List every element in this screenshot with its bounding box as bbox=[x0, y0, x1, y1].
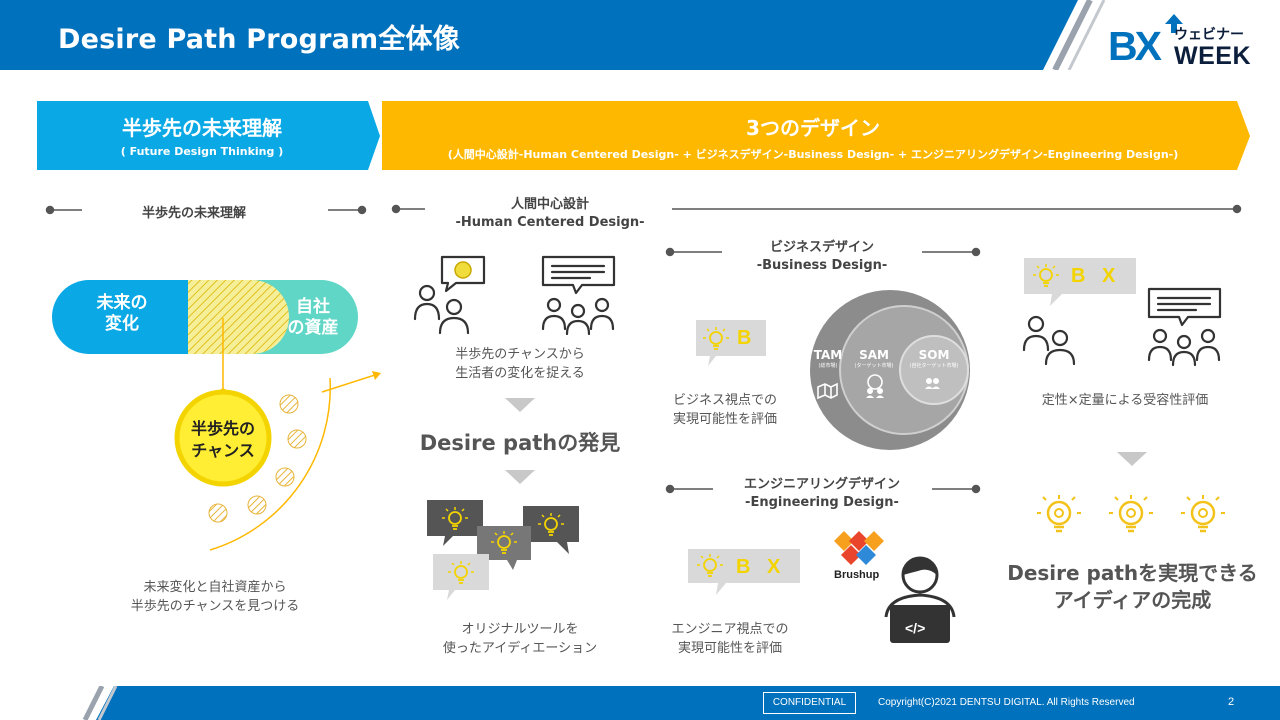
engineering-caption-line2: 実現可能性を評価 bbox=[677, 640, 782, 656]
tam-sub: (総市場) bbox=[818, 363, 838, 369]
engineer-laptop-icon bbox=[884, 556, 956, 643]
header-bar bbox=[0, 0, 1106, 70]
down-arrow-icon bbox=[1117, 452, 1147, 466]
evaluation-bubble-letter-b: B bbox=[1071, 265, 1086, 287]
hcd-label-en: -Human Centered Design- bbox=[455, 215, 645, 230]
hcd-caption2-line1: オリジナルツールを bbox=[461, 622, 579, 637]
three-designs-title: 3つのデザイン bbox=[746, 116, 880, 140]
brushup-logo-icon bbox=[834, 531, 884, 565]
som-label: SOM bbox=[918, 348, 950, 362]
pill-company-assets-line2: の資産 bbox=[287, 318, 339, 339]
page-number: 2 bbox=[1228, 696, 1235, 708]
engineering-caption-line1: エンジニア視点での bbox=[671, 622, 789, 637]
result-line2: アイディアの完成 bbox=[1053, 588, 1212, 612]
evaluation-people-icon bbox=[1022, 287, 1222, 367]
evaluation-bubble-letter-x: X bbox=[1102, 265, 1116, 287]
future-section-label: 半歩先の未来理解 bbox=[142, 206, 247, 221]
future-diagram bbox=[52, 280, 381, 551]
hcd-caption2-line2: 使ったアイディエーション bbox=[442, 640, 598, 656]
hcd-label-jp: 人間中心設計 bbox=[510, 197, 589, 212]
business-caption-line2: 実現可能性を評価 bbox=[672, 411, 777, 427]
future-banner-subtitle: ( Future Design Thinking ) bbox=[120, 145, 284, 158]
page-title: Desire Path Program全体像 bbox=[58, 24, 460, 55]
bx-week-logo bbox=[1104, 14, 1264, 74]
engineering-bubble-icon bbox=[688, 549, 800, 595]
chance-line2: チャンス bbox=[191, 440, 255, 460]
engineering-label-en: -Engineering Design- bbox=[745, 495, 899, 510]
down-arrow-icon bbox=[505, 470, 535, 484]
code-symbol: </> bbox=[905, 620, 926, 636]
logo-bx: BX bbox=[1108, 23, 1162, 69]
sam-label: SAM bbox=[859, 348, 889, 362]
future-caption-line1: 未来変化と自社資産から bbox=[143, 580, 287, 595]
logo-webinar-text: ウェビナー bbox=[1174, 27, 1244, 43]
engineering-bubble-letter-x: X bbox=[767, 556, 781, 578]
copyright-text: Copyright(C)2021 DENTSU DIGITAL. All Rig… bbox=[878, 697, 1135, 708]
hcd-caption1-line1: 半歩先のチャンスから bbox=[455, 347, 585, 362]
three-designs-subtitle: (人間中心設計-Human Centered Design- + ビジネスデザイ… bbox=[447, 148, 1179, 161]
idea-bulbs-icon bbox=[1035, 493, 1227, 533]
tam-label: TAM bbox=[813, 348, 843, 362]
business-caption-line1: ビジネス視点での bbox=[672, 393, 777, 408]
future-design-banner bbox=[37, 101, 380, 170]
ideation-bubbles-icon bbox=[427, 500, 579, 600]
desire-path-discovery: Desire pathの発見 bbox=[419, 431, 621, 455]
pill-company-assets-line1: 自社 bbox=[296, 297, 330, 317]
som-sub: (自社ターゲット市場) bbox=[909, 363, 959, 369]
evaluation-caption: 定性×定量による受容性評価 bbox=[1041, 393, 1209, 408]
group-discussion-icon bbox=[541, 255, 616, 335]
footer-bar bbox=[82, 686, 1280, 720]
business-label-en: -Business Design- bbox=[756, 258, 888, 273]
evaluation-bubble-icon bbox=[1024, 258, 1136, 306]
logo-arrow-icon bbox=[1165, 14, 1183, 33]
pill-future-change-line2: 変化 bbox=[105, 314, 139, 335]
result-line1: Desire pathを実現できる bbox=[1007, 561, 1258, 585]
sam-sub: (ターゲット市場) bbox=[854, 363, 894, 369]
business-label-jp: ビジネスデザイン bbox=[769, 240, 874, 255]
pill-future-change-line1: 未来の bbox=[96, 293, 148, 313]
tam-sam-som-diagram bbox=[810, 290, 970, 450]
business-bubble-letter: B bbox=[737, 327, 752, 349]
engineering-label-jp: エンジニアリングデザイン bbox=[743, 477, 900, 492]
future-banner-title: 半歩先の未来理解 bbox=[122, 116, 282, 140]
logo-week: WEEK bbox=[1174, 42, 1251, 70]
down-arrow-icon bbox=[505, 398, 535, 412]
brushup-logo-text: Brushup bbox=[834, 569, 880, 581]
business-bubble-icon bbox=[696, 320, 766, 366]
confidential-badge: CONFIDENTIAL bbox=[763, 692, 856, 714]
three-designs-banner bbox=[382, 101, 1250, 170]
interview-icon bbox=[413, 255, 486, 335]
future-caption-line2: 半歩先のチャンスを見つける bbox=[130, 598, 300, 614]
hcd-caption1-line2: 生活者の変化を捉える bbox=[455, 365, 585, 381]
chance-line1: 半歩先の bbox=[190, 419, 255, 438]
engineering-bubble-letter-b: B bbox=[736, 556, 751, 578]
